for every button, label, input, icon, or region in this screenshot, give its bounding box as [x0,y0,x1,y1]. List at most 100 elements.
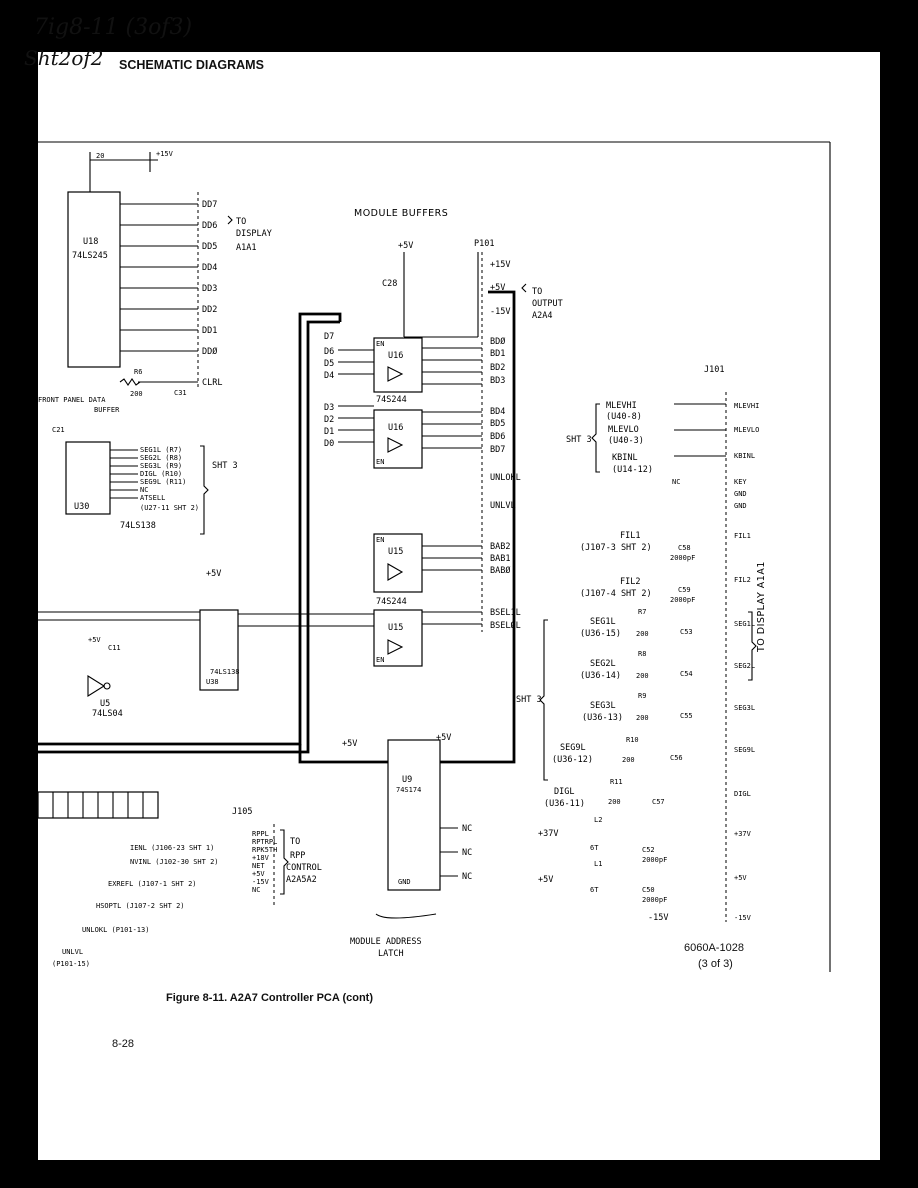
signal-dd1: DD1 [202,326,217,336]
svg-text:KBINL: KBINL [734,452,755,460]
signal-dd7: DD7 [202,200,217,210]
document-number: 6060A-1028 [684,942,744,954]
svg-text:RPPL: RPPL [252,830,269,838]
svg-text:BD2: BD2 [490,363,505,373]
svg-text:MODULE ADDRESS: MODULE ADDRESS [350,937,422,947]
svg-text:R9: R9 [638,692,646,700]
svg-text:C58: C58 [678,544,691,552]
svg-text:BD6: BD6 [490,432,505,442]
svg-text:SHT 3: SHT 3 [212,461,238,471]
svg-text:R10: R10 [626,736,639,744]
svg-text:TO DISPLAY A1A1: TO DISPLAY A1A1 [756,561,767,653]
svg-text:GND: GND [734,502,747,510]
svg-text:200: 200 [622,756,635,764]
right-signal-block: SHT 3 MLEVHI (U40-8) MLEVLO (U40-3) KBIN… [566,401,759,510]
svg-text:74LS04: 74LS04 [92,709,123,719]
svg-text:C21: C21 [52,426,65,434]
signal-clrl: CLRL [202,378,222,388]
svg-text:A1A1: A1A1 [236,243,256,253]
svg-text:NC: NC [252,886,260,894]
svg-text:LATCH: LATCH [378,949,404,959]
svg-text:EN: EN [376,656,384,664]
buffers-vcc: +5V [398,241,413,251]
svg-text:74S174: 74S174 [396,786,421,794]
svg-text:SEG3L: SEG3L [734,704,755,712]
svg-text:+5V: +5V [342,739,357,749]
svg-text:A2A4: A2A4 [532,311,552,321]
svg-text:D0: D0 [324,439,334,449]
svg-text:C52: C52 [642,846,655,854]
svg-text:(J107-3 SHT 2): (J107-3 SHT 2) [580,543,652,553]
svg-text:74S244: 74S244 [376,395,407,405]
svg-text:BAB2: BAB2 [490,542,510,552]
bd-outputs: BDØ BD1 BD2 BD3 BD4 BD5 BD6 BD7 UNLOKL U… [422,336,521,511]
svg-text:C11: C11 [108,644,121,652]
svg-text:2000pF: 2000pF [670,596,695,604]
svg-text:C57: C57 [652,798,665,806]
svg-text:U15: U15 [388,547,403,557]
page-header-title: SCHEMATIC DIAGRAMS [119,58,264,72]
svg-text:NVINL (J102-30 SHT 2): NVINL (J102-30 SHT 2) [130,858,219,866]
svg-text:U30: U30 [74,502,89,512]
u18-outputs [120,192,199,387]
svg-text:SEG1L: SEG1L [590,617,616,627]
signal-dd6: DD6 [202,221,217,231]
svg-text:(U14-12): (U14-12) [612,465,653,475]
signal-dd4: DD4 [202,263,217,273]
svg-text:2000pF: 2000pF [642,856,667,864]
svg-text:200: 200 [636,672,649,680]
chip-u5: U5 74LS04 +5V C11 [87,636,123,719]
svg-text:+5V: +5V [538,875,553,885]
svg-text:C56: C56 [670,754,683,762]
j101-right-label: J101 [704,365,724,375]
svg-text:UNLVL: UNLVL [490,501,516,511]
svg-text:EN: EN [376,458,384,466]
svg-text:BD1: BD1 [490,349,505,359]
svg-text:EXREFL (J107-1 SHT 2): EXREFL (J107-1 SHT 2) [108,880,197,888]
u18-type: 74LS245 [72,251,108,261]
svg-text:(U36-11): (U36-11) [544,799,585,809]
svg-text:SEG2L (R8): SEG2L (R8) [140,454,182,462]
svg-text:NET: NET [252,862,265,870]
svg-text:+37V: +37V [734,830,752,838]
handwritten-sheet-note: Sht2of2 [24,46,104,70]
svg-text:MLEVLO: MLEVLO [608,425,639,435]
svg-text:SEG2L: SEG2L [734,662,755,670]
svg-text:FIL2: FIL2 [620,577,640,587]
svg-text:DIGL (R10): DIGL (R10) [140,470,182,478]
svg-text:200: 200 [608,798,621,806]
svg-text:+5V: +5V [490,283,505,293]
svg-text:TO: TO [236,217,246,227]
bus-lines [38,290,516,764]
svg-text:+37V: +37V [538,829,558,839]
signal-dd5: DD5 [202,242,217,252]
power-supply-right: +37V L2 6T C52 2000pF +37V +5V L1 6T C50… [538,816,752,923]
display-signal-labels: DD7 DD6 DD5 DD4 DD3 DD2 DD1 DDØ CLRL [202,200,222,388]
svg-text:BD5: BD5 [490,419,505,429]
svg-text:EN: EN [376,536,384,544]
svg-text:R6: R6 [134,368,142,376]
svg-text:R7: R7 [638,608,646,616]
svg-text:74LS138: 74LS138 [120,521,156,531]
svg-text:TO: TO [532,287,542,297]
signal-dd3: DD3 [202,284,217,294]
svg-text:C28: C28 [382,279,397,289]
page-number: 8-28 [112,1038,135,1050]
svg-text:BD7: BD7 [490,445,505,455]
sheet-number: (3 of 3) [698,958,733,970]
svg-text:U16: U16 [388,423,403,433]
svg-text:BD4: BD4 [490,407,505,417]
svg-text:J105: J105 [232,807,252,817]
svg-text:D5: D5 [324,359,334,369]
rpp-control: J105 RPPL RPTRPL RPK5TH +18V NET +5V -15… [52,807,322,968]
svg-text:NC: NC [462,848,472,858]
svg-text:GND: GND [734,490,747,498]
chip-u15-upper: U15 EN 74S244 [373,533,423,607]
svg-text:DISPLAY: DISPLAY [236,229,272,239]
svg-text:SEG9L (R11): SEG9L (R11) [140,478,186,486]
svg-text:(U36-14): (U36-14) [580,671,621,681]
u18-label: U18 [83,237,98,247]
chip-u16-lower: U16 EN 74S244 [373,395,423,469]
svg-text:MLEVHI: MLEVHI [734,402,759,410]
svg-text:KEY: KEY [734,478,747,486]
